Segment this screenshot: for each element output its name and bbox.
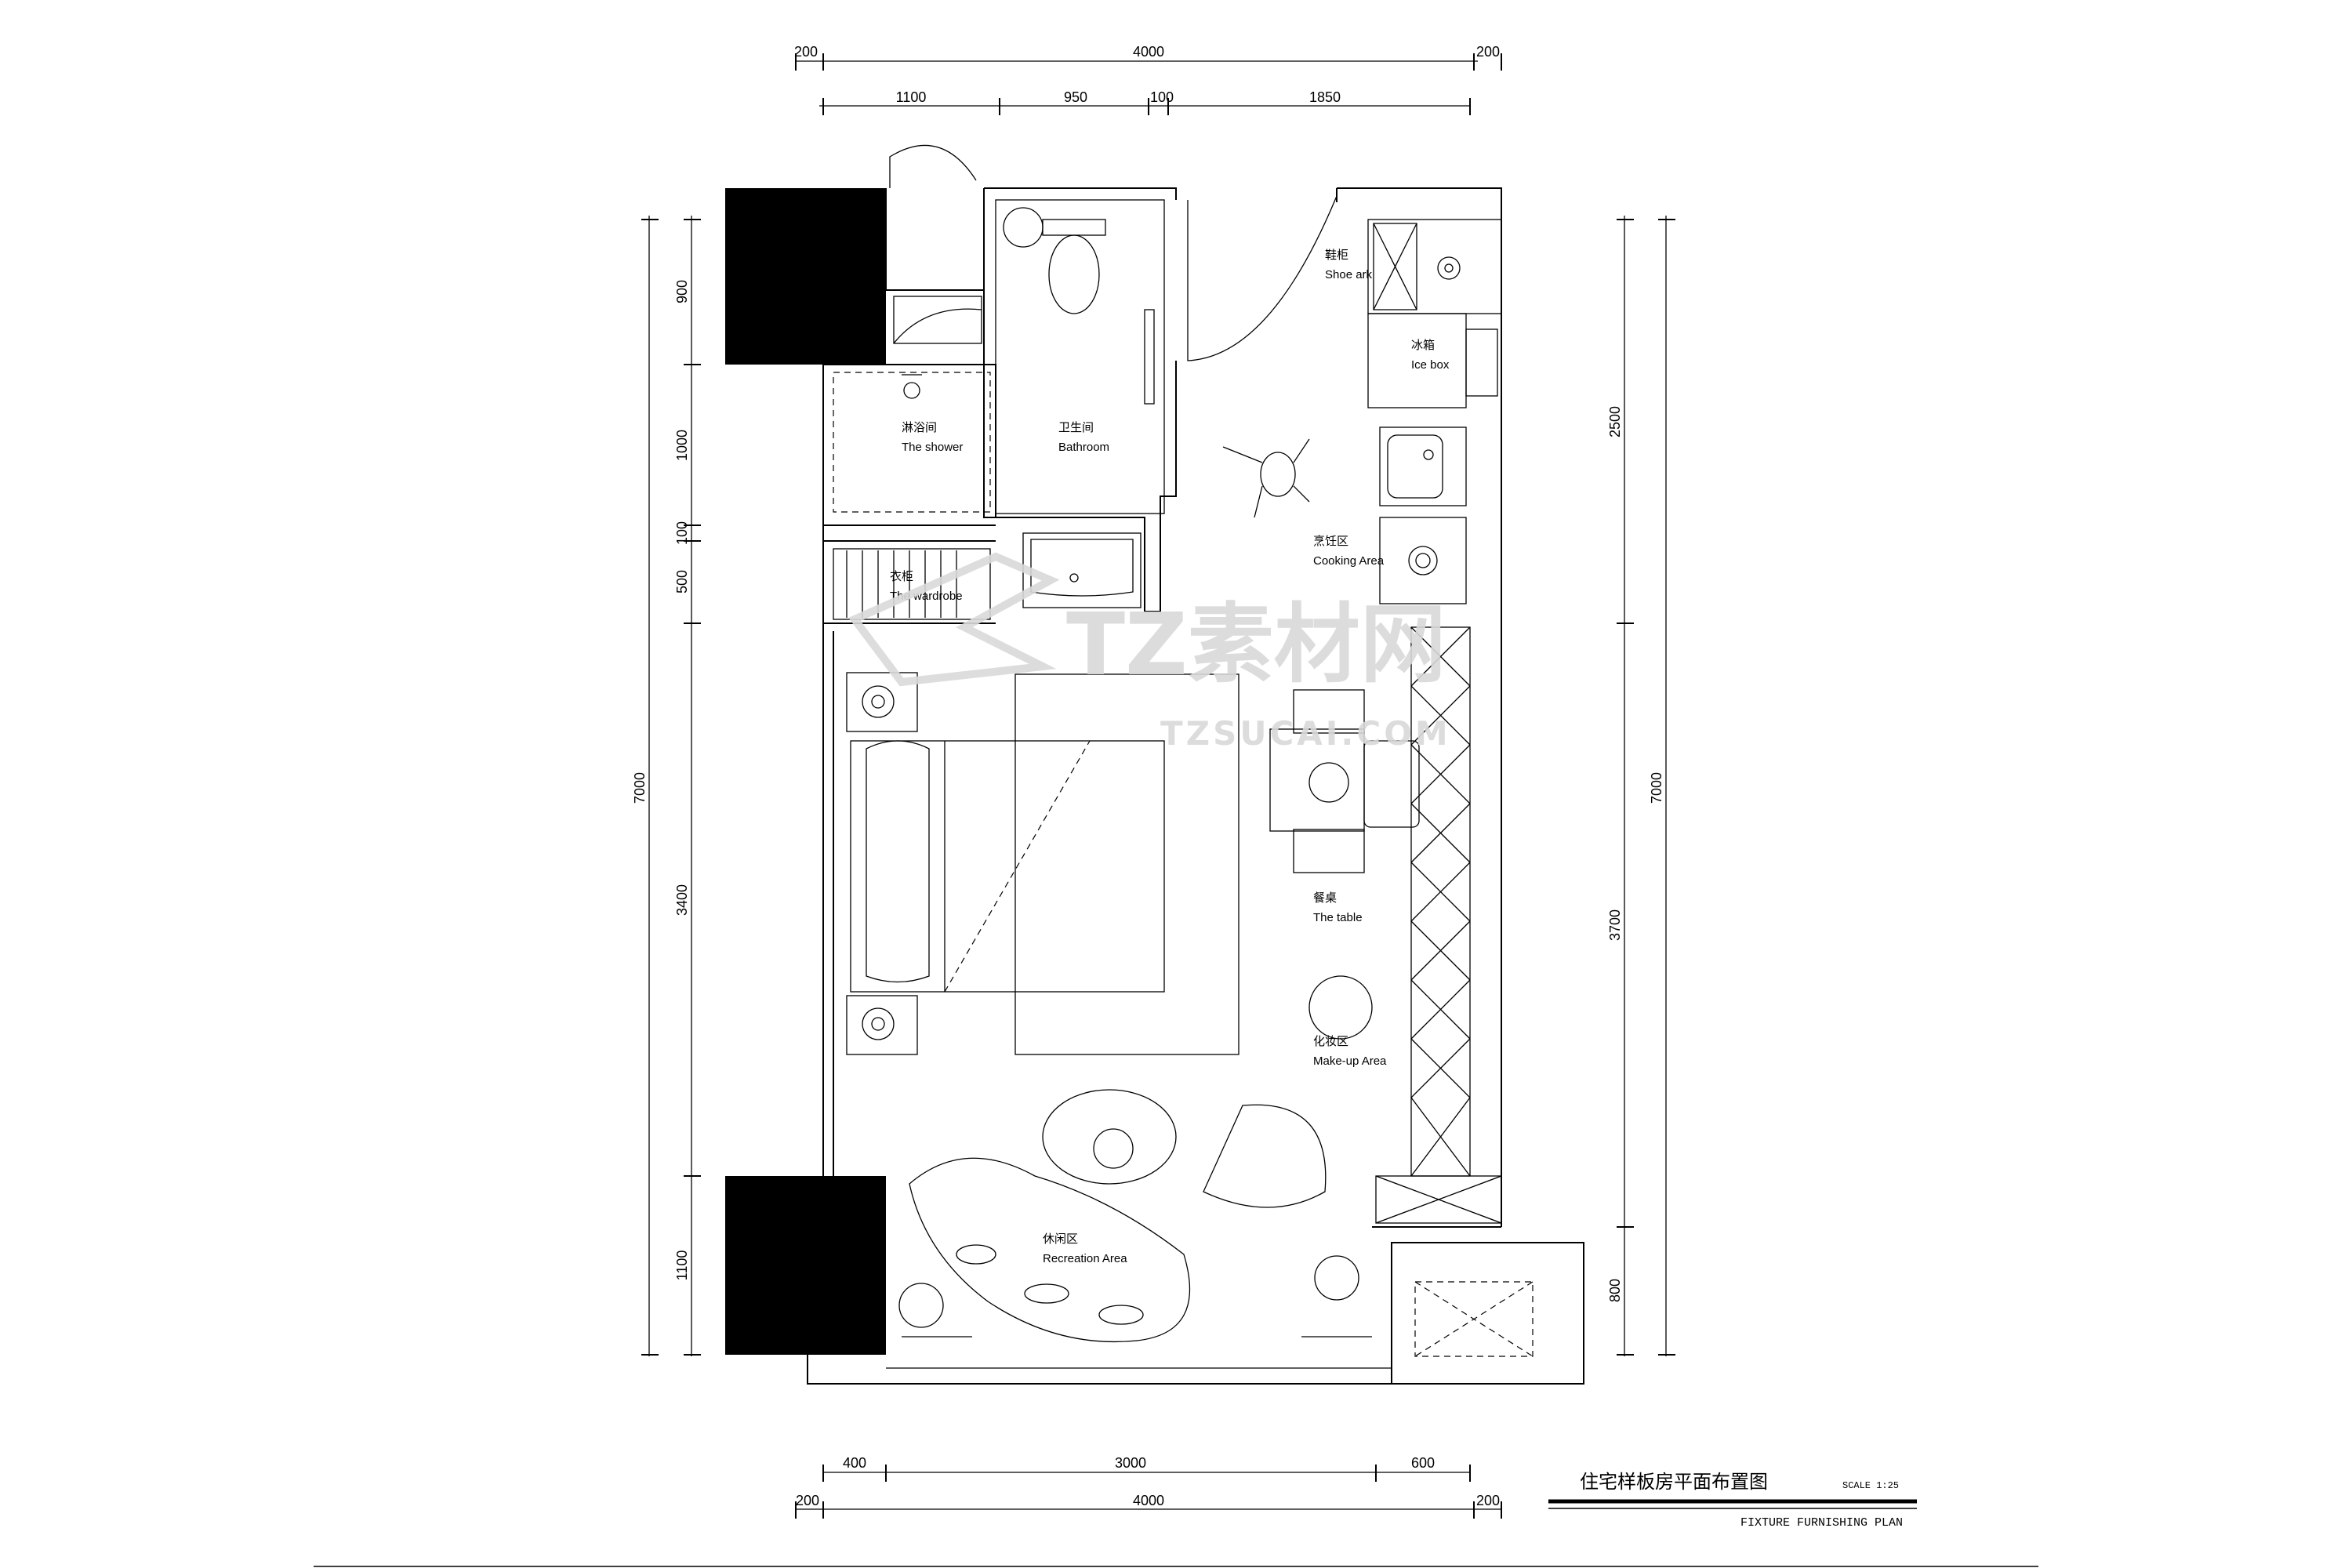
dim-bottom-outer-mid: 4000 <box>1133 1493 1164 1508</box>
dim-top-inner-1: 1100 <box>896 89 927 105</box>
label-table-cn: 餐桌 <box>1313 891 1337 905</box>
label-shoe-ark-cn: 鞋柜 <box>1325 248 1348 262</box>
dim-left-3: 100 <box>674 521 690 545</box>
label-recreation-en: Recreation Area <box>1043 1252 1127 1265</box>
column-top-left <box>725 188 886 365</box>
person-figure <box>1222 438 1310 518</box>
dim-bottom-inner-2: 3000 <box>1115 1455 1146 1471</box>
dim-top-outer-left: 200 <box>794 44 818 60</box>
watermark-sub: TZSUCAI.COM <box>1160 714 1451 753</box>
watermark: TZ素材网 TZSUCAI.COM <box>848 552 1451 753</box>
dim-left-6: 1100 <box>674 1250 690 1281</box>
dim-left-5: 3400 <box>674 884 690 916</box>
room-labels: 鞋柜 Shoe ark 冰箱 Ice box 淋浴间 The shower 卫生… <box>890 248 1450 1265</box>
label-cooking-en: Cooking Area <box>1313 554 1385 568</box>
label-makeup-cn: 化妆区 <box>1313 1034 1348 1048</box>
kitchen-fixtures <box>1367 219 1534 1357</box>
label-table-en: The table <box>1313 911 1363 924</box>
label-shoe-ark-en: Shoe ark <box>1325 268 1373 281</box>
watermark-main: TZ素材网 <box>1066 594 1446 695</box>
dim-bottom-outer-right: 200 <box>1476 1493 1500 1508</box>
dim-bottom-outer-left: 200 <box>796 1493 819 1508</box>
dim-right-total: 7000 <box>1649 772 1664 804</box>
title-block: 住宅样板房平面布置图 SCALE 1:25 FIXTURE FURNISHING… <box>1548 1471 1917 1530</box>
dim-bottom-inner-3: 600 <box>1411 1455 1435 1471</box>
wardrobe <box>833 548 991 620</box>
dim-right-1: 2500 <box>1607 406 1623 437</box>
label-wardrobe-cn: 衣柜 <box>890 569 913 583</box>
dim-top-outer-mid: 4000 <box>1133 44 1164 60</box>
dim-top-inner-2: 950 <box>1064 89 1087 105</box>
dim-top-inner-4: 1850 <box>1309 89 1341 105</box>
dimension-left: 7000 900 1000 100 500 3400 1100 <box>632 216 701 1356</box>
dim-top-inner-3: 100 <box>1150 89 1174 105</box>
drawing-title-en: FIXTURE FURNISHING PLAN <box>1740 1516 1903 1530</box>
drawing-scale: SCALE 1:25 <box>1842 1480 1899 1491</box>
dim-bottom-inner-1: 400 <box>843 1455 866 1471</box>
label-ice-box-cn: 冰箱 <box>1411 338 1435 352</box>
drawing-title-cn: 住宅样板房平面布置图 <box>1580 1471 1768 1493</box>
dimension-right: 2500 3700 800 7000 <box>1607 216 1675 1356</box>
label-cooking-cn: 烹饪区 <box>1313 534 1348 548</box>
bathroom-fixtures <box>902 207 1155 608</box>
dim-left-2: 1000 <box>674 430 690 461</box>
recreation-furniture <box>898 1089 1372 1343</box>
label-shower-en: The shower <box>902 441 963 454</box>
dim-left-total: 7000 <box>632 772 648 804</box>
label-makeup-en: Make-up Area <box>1313 1054 1387 1068</box>
dim-left-4: 500 <box>674 570 690 593</box>
dim-right-3: 800 <box>1607 1279 1623 1302</box>
dining-table <box>1269 689 1420 1040</box>
label-bathroom-cn: 卫生间 <box>1058 420 1094 434</box>
label-recreation-cn: 休闲区 <box>1043 1232 1078 1246</box>
label-bathroom-en: Bathroom <box>1058 441 1109 454</box>
walls <box>725 144 1584 1385</box>
dim-left-1: 900 <box>674 280 690 303</box>
label-shower-cn: 淋浴间 <box>902 420 937 434</box>
dim-right-2: 3700 <box>1607 909 1623 941</box>
dimension-top: 200 4000 200 1100 950 100 1850 <box>794 44 1502 115</box>
dimension-bottom: 400 3000 600 200 4000 200 <box>795 1455 1502 1519</box>
column-bottom-left <box>725 1176 886 1355</box>
bed <box>846 672 1240 1055</box>
label-ice-box-en: Ice box <box>1411 358 1450 372</box>
dim-top-outer-right: 200 <box>1476 44 1500 60</box>
